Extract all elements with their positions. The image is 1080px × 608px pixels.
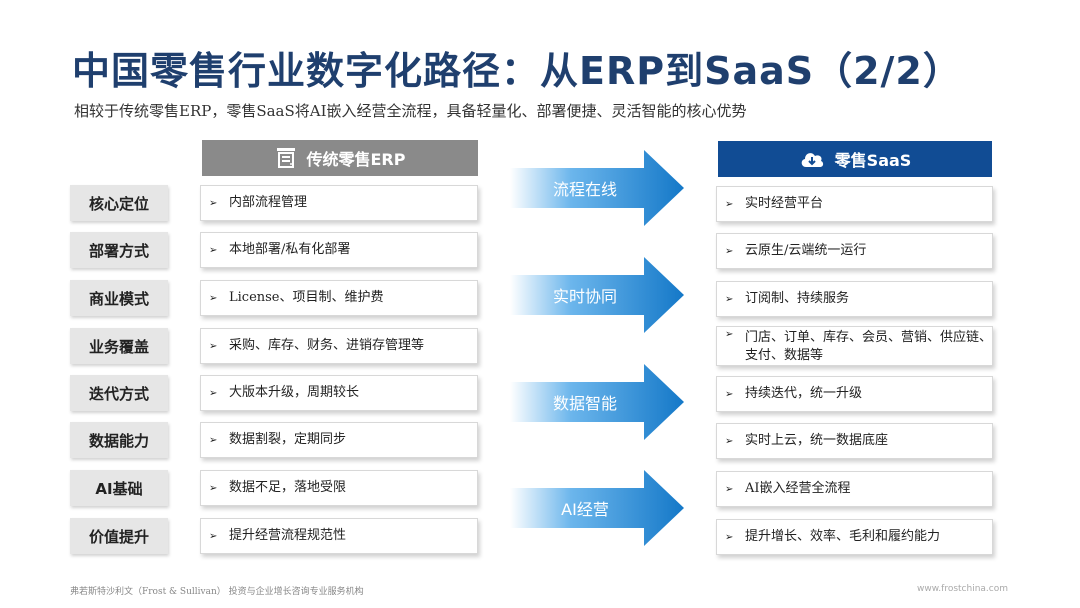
arrow-ai-operations: AI经营 <box>510 470 684 546</box>
arrow-shape-icon <box>510 150 684 226</box>
bullet-arrow-icon: ➢ <box>725 435 734 447</box>
bullet-arrow-icon: ➢ <box>725 329 734 340</box>
saas-cell-business-model: ➢订阅制、持续服务 <box>716 281 993 317</box>
erp-cell-value: ➢提升经营流程规范性 <box>200 518 478 554</box>
arrow-label: 数据智能 <box>552 394 617 413</box>
erp-header-label: 传统零售ERP <box>306 150 406 169</box>
page-subtitle: 相较于传统零售ERP，零售SaaS将AI嵌入经营全流程，具备轻量化、部署便捷、灵… <box>74 102 747 120</box>
arrow-process-online: 流程在线 <box>510 150 684 226</box>
bullet-arrow-icon: ➢ <box>209 482 218 494</box>
saas-cell-value: ➢提升增长、效率、毛利和履约能力 <box>716 519 993 555</box>
saas-cell-core-positioning: ➢实时经营平台 <box>716 186 993 222</box>
arrow-label: 流程在线 <box>552 180 617 199</box>
erp-column-header: 传统零售ERP <box>202 140 478 176</box>
erp-cell-data-capability: ➢数据割裂，定期同步 <box>200 422 478 458</box>
row-label-business-model: 商业模式 <box>70 280 168 316</box>
arrow-shape-icon <box>510 364 684 440</box>
page-title: 中国零售行业数字化路径：从ERP到SaaS（2/2） <box>72 49 962 93</box>
saas-column-header: 零售SaaS <box>718 141 992 177</box>
footer-source: 弗若斯特沙利文（Frost & Sullivan） 投资与企业增长咨询专业服务机… <box>70 587 364 597</box>
bullet-arrow-icon: ➢ <box>209 244 218 256</box>
saas-header-label: 零售SaaS <box>834 151 912 170</box>
bullet-arrow-icon: ➢ <box>725 483 734 495</box>
arrow-realtime-collaboration: 实时协同 <box>510 257 684 333</box>
row-label-value: 价值提升 <box>70 518 168 554</box>
server-rack-icon <box>275 147 297 169</box>
row-label-data-capability: 数据能力 <box>70 422 168 458</box>
erp-cell-deployment: ➢本地部署/私有化部署 <box>200 232 478 268</box>
arrow-shape-icon <box>510 257 684 333</box>
bullet-arrow-icon: ➢ <box>209 340 218 352</box>
bullet-arrow-icon: ➢ <box>725 198 734 210</box>
bullet-arrow-icon: ➢ <box>209 197 218 209</box>
row-label-core-positioning: 核心定位 <box>70 185 168 221</box>
erp-cell-business-coverage: ➢采购、库存、财务、进销存管理等 <box>200 328 478 364</box>
bullet-arrow-icon: ➢ <box>725 388 734 400</box>
row-label-deployment: 部署方式 <box>70 232 168 268</box>
arrow-shape-icon <box>510 470 684 546</box>
row-label-ai-foundation: AI基础 <box>70 470 168 506</box>
erp-cell-ai-foundation: ➢数据不足，落地受限 <box>200 470 478 506</box>
saas-cell-deployment: ➢云原生/云端统一运行 <box>716 233 993 269</box>
bullet-arrow-icon: ➢ <box>725 245 734 257</box>
saas-cell-data-capability: ➢实时上云，统一数据底座 <box>716 423 993 459</box>
arrow-label: AI经营 <box>561 500 609 519</box>
erp-cell-core-positioning: ➢内部流程管理 <box>200 185 478 221</box>
row-label-business-coverage: 业务覆盖 <box>70 328 168 364</box>
bullet-arrow-icon: ➢ <box>209 387 218 399</box>
erp-cell-iteration: ➢大版本升级，周期较长 <box>200 375 478 411</box>
bullet-arrow-icon: ➢ <box>209 434 218 446</box>
arrow-label: 实时协同 <box>552 287 617 306</box>
arrow-data-intelligence: 数据智能 <box>510 364 684 440</box>
saas-cell-business-coverage: ➢门店、订单、库存、会员、营销、供应链、支付、数据等 <box>716 326 993 366</box>
footer-website: www.frostchina.com <box>917 584 1008 594</box>
saas-cell-iteration: ➢持续迭代，统一升级 <box>716 376 993 412</box>
row-label-iteration: 迭代方式 <box>70 375 168 411</box>
bullet-arrow-icon: ➢ <box>209 292 218 304</box>
saas-cell-ai-foundation: ➢AI嵌入经营全流程 <box>716 471 993 507</box>
bullet-arrow-icon: ➢ <box>209 530 218 542</box>
cloud-download-icon <box>799 148 825 170</box>
bullet-arrow-icon: ➢ <box>725 531 734 543</box>
erp-cell-business-model: ➢License、项目制、维护费 <box>200 280 478 316</box>
bullet-arrow-icon: ➢ <box>725 293 734 305</box>
